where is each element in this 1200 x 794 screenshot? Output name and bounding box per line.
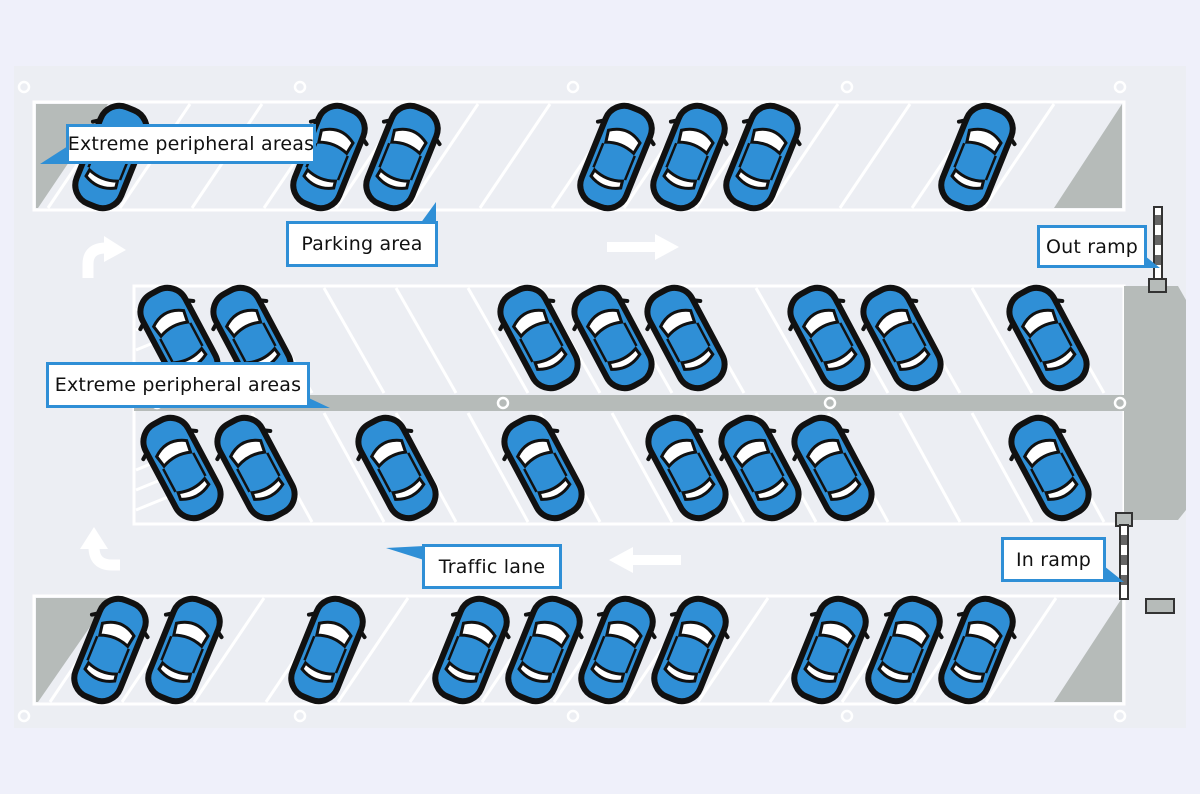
- peripheral-area-bottom-right: [1054, 598, 1122, 702]
- lamp-post-icon: [293, 709, 307, 723]
- lamp-post-icon: [566, 80, 580, 94]
- barrier-gate-icon: [1148, 206, 1167, 293]
- label-extreme-peripheral-areas-top: Extreme peripheral areas: [66, 124, 316, 164]
- label-parking-area: Parking area: [286, 221, 438, 267]
- curved-arrow-icon: [82, 236, 126, 278]
- lamp-post-icon: [17, 709, 31, 723]
- lamp-post-icon: [566, 709, 580, 723]
- peripheral-area-top-right: [1054, 104, 1122, 208]
- peripheral-area-middle-right: [1124, 286, 1186, 520]
- center-divider: [134, 395, 1124, 411]
- lamp-post-icon: [1113, 396, 1127, 410]
- label-in-ramp: In ramp: [1001, 537, 1106, 582]
- lamp-post-icon: [840, 709, 854, 723]
- lamp-post-icon: [1113, 80, 1127, 94]
- lamp-post-icon: [17, 80, 31, 94]
- lamp-post-icon: [293, 80, 307, 94]
- label-traffic-lane: Traffic lane: [422, 544, 562, 589]
- label-out-ramp: Out ramp: [1037, 225, 1147, 268]
- lamp-post-icon: [823, 396, 837, 410]
- lamp-posts: [17, 80, 1127, 723]
- barrier-gate-icon: [1115, 512, 1133, 600]
- lamp-post-icon: [496, 396, 510, 410]
- lamp-post-icon: [840, 80, 854, 94]
- curved-arrow-icon: [80, 527, 120, 571]
- label-extreme-peripheral-areas-middle: Extreme peripheral areas: [46, 362, 310, 408]
- ticket-machine: [1145, 598, 1175, 614]
- lamp-post-icon: [1113, 709, 1127, 723]
